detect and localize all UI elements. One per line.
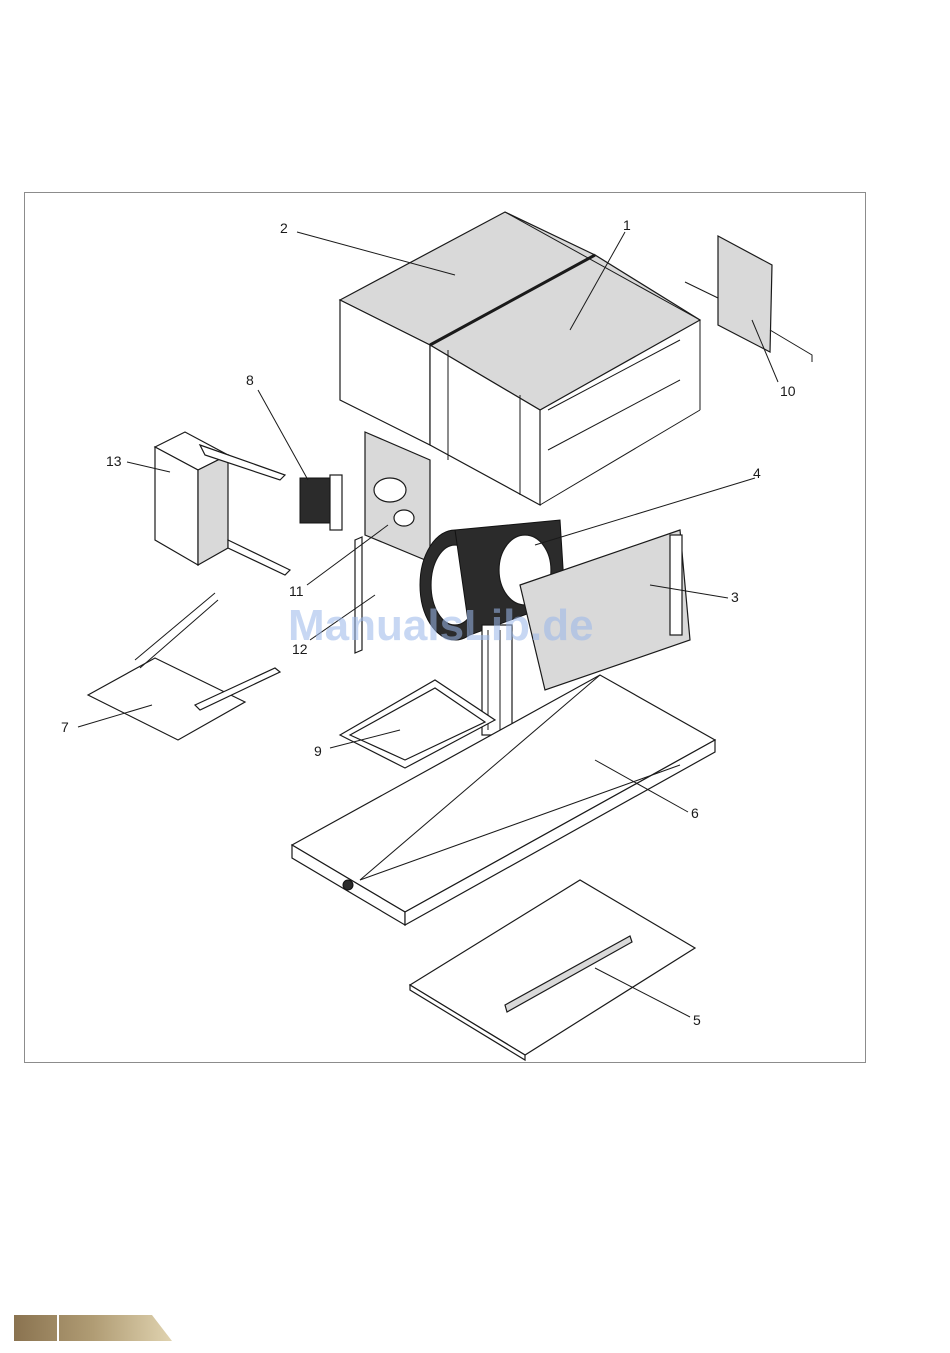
callout-3: 3 <box>731 589 739 605</box>
part-13-control-box <box>155 432 290 575</box>
watermark-text: ManualsLib.de <box>288 601 594 650</box>
callout-2: 2 <box>280 220 288 236</box>
callout-4: 4 <box>753 465 761 481</box>
callout-8: 8 <box>246 372 254 388</box>
footer-page-tab <box>14 1315 174 1343</box>
callout-5: 5 <box>693 1012 701 1028</box>
part-11-plate <box>365 432 430 562</box>
callout-1: 1 <box>623 217 631 233</box>
callout-6: 6 <box>691 805 699 821</box>
part-10-bracket <box>685 236 812 362</box>
callout-10: 10 <box>780 383 796 399</box>
callout-13: 13 <box>106 453 122 469</box>
part-8-terminal-block <box>300 475 342 530</box>
callout-11: 11 <box>289 583 304 599</box>
part-7-filter-tray <box>88 593 280 740</box>
part-5-bottom-panel <box>410 880 695 1060</box>
callout-7: 7 <box>61 719 69 735</box>
callout-9: 9 <box>314 743 322 759</box>
